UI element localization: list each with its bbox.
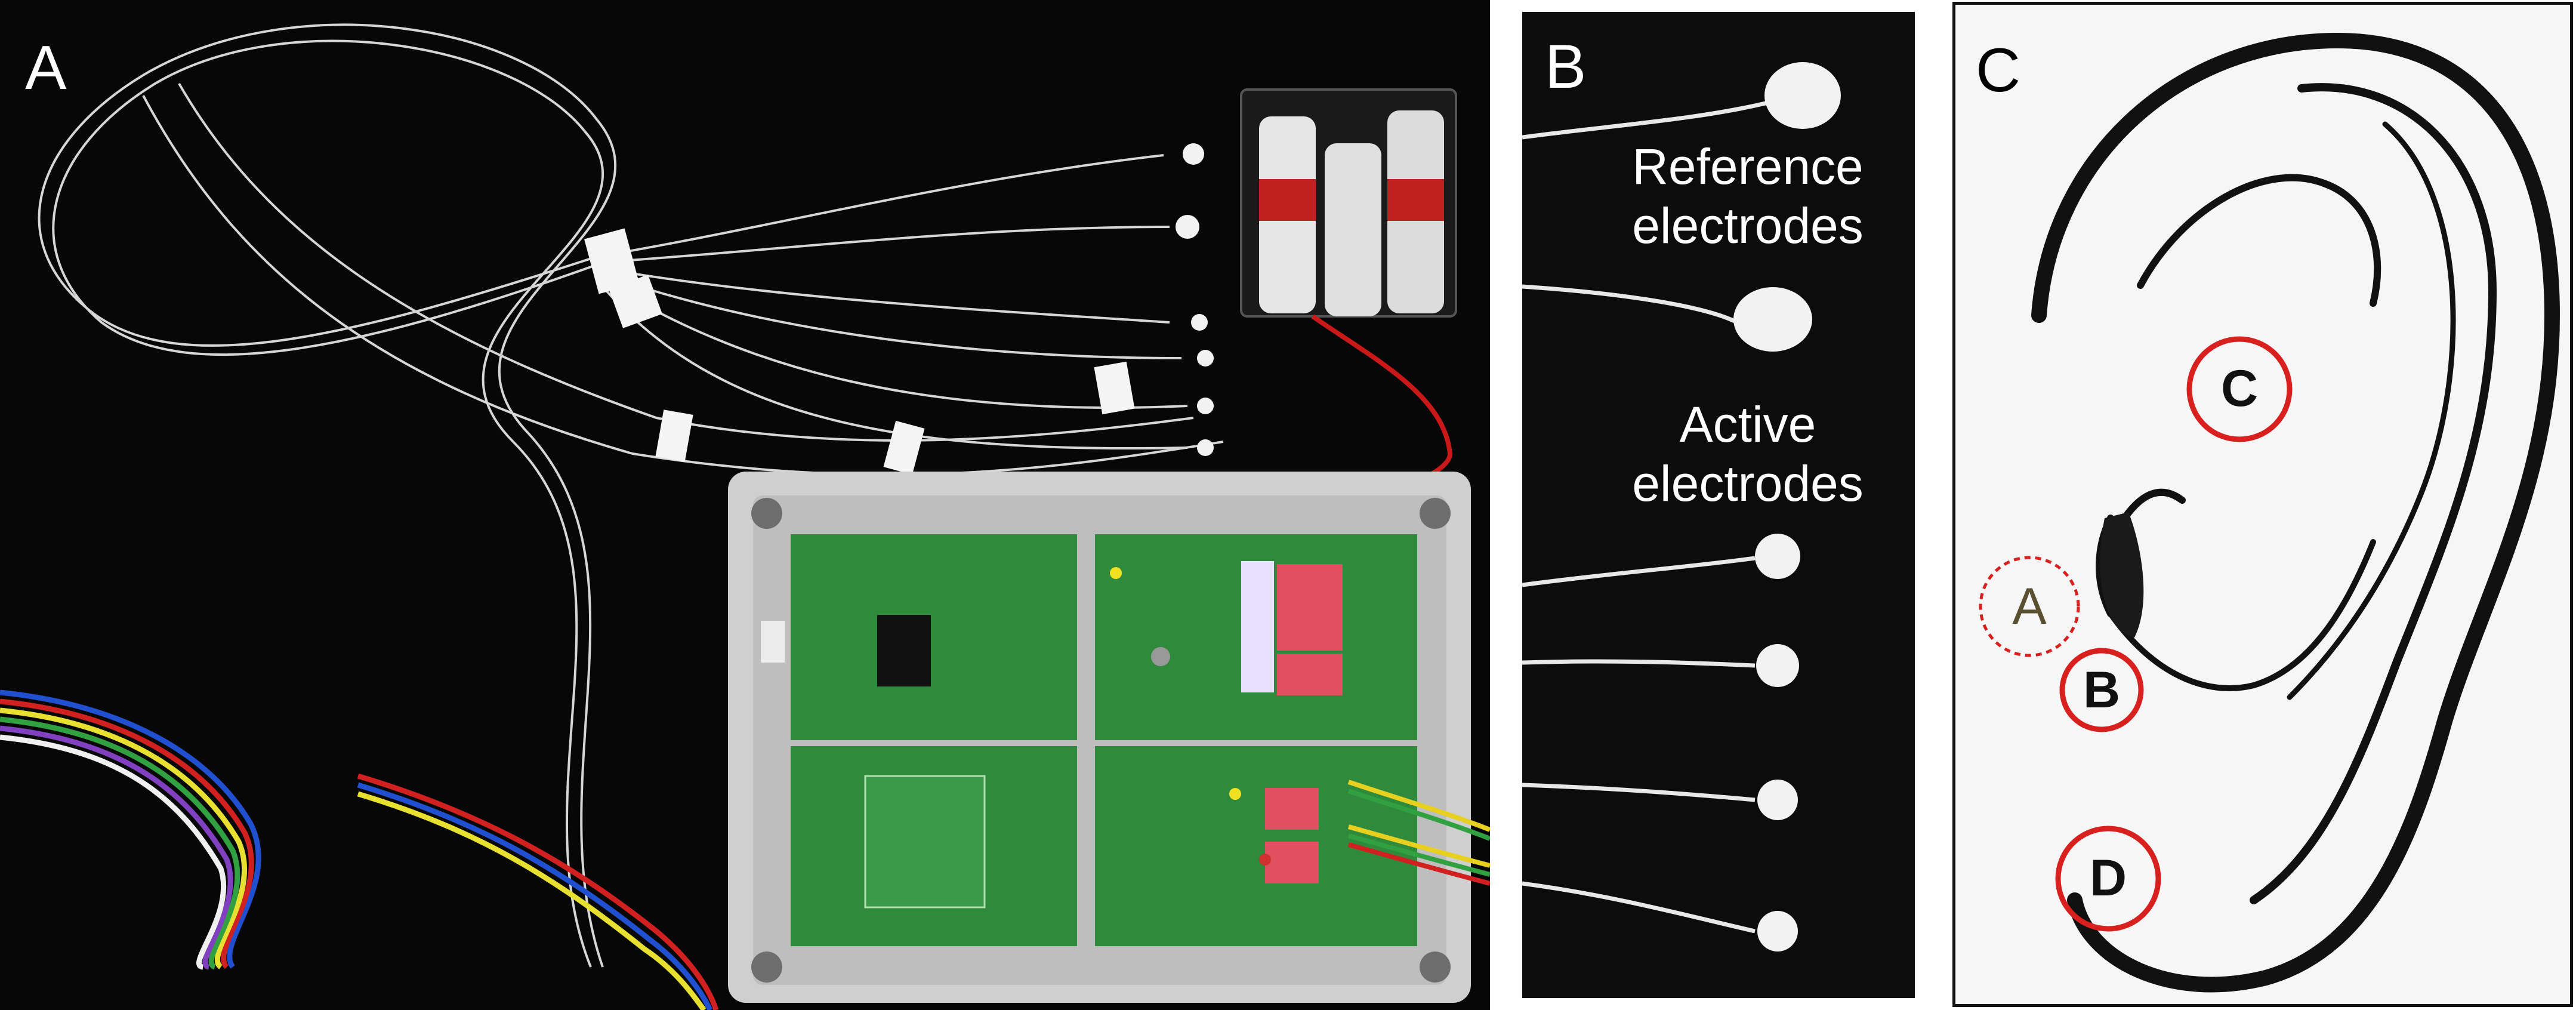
site-d-label: D — [2089, 849, 2127, 907]
panel-a-illustration — [0, 23, 1490, 1010]
site-c-label: C — [2220, 360, 2259, 417]
panel-c-ear-diagram: C A B C D — [1952, 2, 2573, 1007]
pcb-enclosure — [728, 472, 1471, 1003]
active-electrodes-label: Active electrodes — [1632, 396, 1864, 512]
tape-tabs — [584, 228, 1135, 475]
panel-letter-c: C — [1976, 36, 2021, 105]
battery-pack — [1240, 88, 1457, 318]
electrode-pads — [1733, 62, 1841, 952]
panel-b-photo: B Reference electrodes Active electrodes — [1522, 12, 1915, 998]
site-a-label: A — [2012, 578, 2047, 635]
electrode-leads — [1522, 99, 1773, 934]
electrode-discs — [1176, 143, 1214, 456]
site-b-label: B — [2083, 661, 2121, 719]
panel-a-photo: A — [0, 0, 1490, 1010]
electrode-wires — [38, 23, 1224, 968]
ear-canal-shadow — [2100, 512, 2144, 638]
electrode-site-markers — [1979, 336, 2293, 932]
output-cable — [1347, 780, 1490, 886]
panel-letter-b: B — [1545, 32, 1587, 101]
ear-outline — [2031, 32, 2560, 993]
reference-electrodes-label: Reference electrodes — [1632, 138, 1864, 254]
panel-b-illustration — [1522, 62, 1841, 952]
ear-illustration — [1979, 32, 2560, 993]
panel-letter-a: A — [25, 33, 67, 103]
ribbon-cable — [0, 689, 719, 1010]
